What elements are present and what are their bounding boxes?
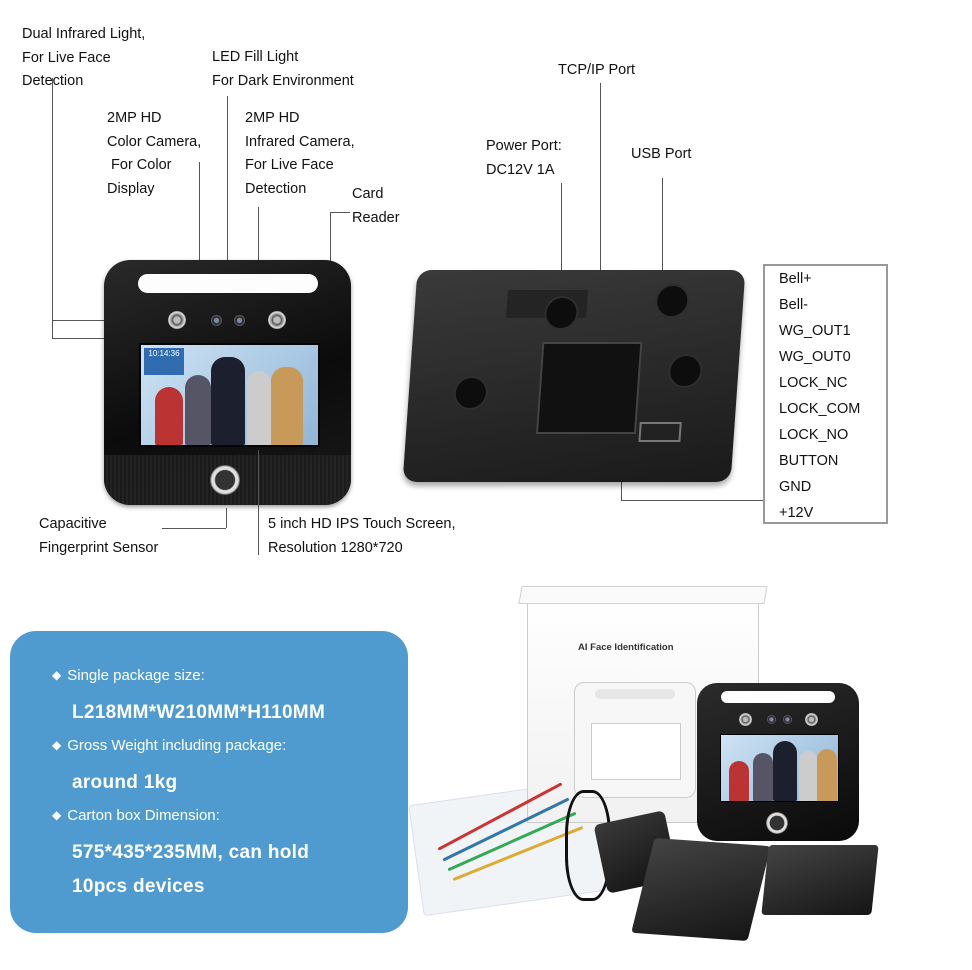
label-card-reader: Card Reader (352, 186, 400, 226)
pin-item: +12V (779, 505, 814, 521)
screen-person (185, 375, 211, 445)
screen-person (271, 367, 303, 445)
label-screen: 5 inch HD IPS Touch Screen, Resolution 1… (268, 516, 456, 556)
screen-person (155, 387, 183, 445)
box-device-sketch (574, 682, 696, 798)
leader-power (561, 183, 562, 345)
pin-item: GND (779, 479, 812, 495)
leader-led (227, 96, 228, 276)
pin-item: WG_OUT1 (779, 323, 851, 339)
package-info-panel: Single package size: L218MM*W210MM*H110M… (10, 631, 408, 933)
label-color-camera: 2MP HD Color Camera, For Color Display (107, 110, 202, 197)
label-fingerprint: Capacitive Fingerprint Sensor (39, 516, 159, 556)
leader-color-cam (199, 162, 200, 320)
mount-hole (654, 284, 691, 318)
leader-fingerprint-v (226, 508, 227, 528)
box-lid (518, 586, 768, 604)
carton-value-line2: 10pcs devices (72, 876, 205, 897)
infrared-light-left (168, 311, 186, 329)
label-usb-port: USB Port (631, 146, 692, 162)
led-fill-light (138, 274, 318, 293)
device-back-image (402, 270, 746, 482)
mount-hole (452, 376, 489, 410)
wall-bracket (631, 838, 771, 941)
fingerprint-sensor (210, 465, 240, 495)
label-power-port: Power Port: DC12V 1A (486, 138, 562, 178)
label-led-fill: LED Fill Light For Dark Environment (212, 49, 354, 89)
pin-item: LOCK_NO (779, 427, 849, 443)
pin-item: LOCK_NC (779, 375, 848, 391)
leader-pins-h (621, 500, 763, 501)
screen-person (247, 371, 271, 445)
infrared-light-right (268, 311, 286, 329)
infrared-camera-lens (234, 315, 245, 326)
touch-screen: 10:14:36 (139, 343, 320, 447)
carton-value-line1: 575*435*235MM, can hold (72, 842, 310, 863)
screen-person (211, 357, 245, 445)
package-size-value: L218MM*W210MM*H110MM (72, 702, 326, 723)
leader-screen (258, 450, 259, 555)
pin-list: Bell+ Bell- WG_OUT1 WG_OUT0 LOCK_NC LOCK… (763, 264, 888, 524)
gross-weight-heading: Gross Weight including package: (52, 737, 286, 754)
label-infrared-camera: 2MP HD Infrared Camera, For Live Face De… (245, 110, 355, 197)
pin-item: BUTTON (779, 453, 839, 469)
pin-item: WG_OUT0 (779, 349, 851, 365)
photo-touch-screen (720, 734, 839, 802)
photo-fingerprint-sensor (766, 812, 788, 834)
usb-port (638, 422, 682, 442)
mount-hole (667, 354, 704, 388)
device-front-photo (697, 683, 859, 841)
gross-weight-value: around 1kg (72, 772, 178, 793)
package-size-heading: Single package size: (52, 667, 205, 684)
device-stand (761, 845, 879, 915)
leader-tcp (600, 83, 601, 345)
screen-clock: 10:14:36 (144, 348, 184, 375)
leader-card-h (330, 212, 350, 213)
port-panel (535, 342, 643, 434)
label-dual-infrared: Dual Infrared Light, For Live Face Detec… (22, 26, 146, 89)
leader-dual-ir (52, 78, 53, 338)
leader-fingerprint (162, 528, 226, 529)
carton-heading: Carton box Dimension: (52, 807, 220, 824)
color-camera-lens (211, 315, 222, 326)
pin-item: LOCK_COM (779, 401, 861, 417)
pin-item: Bell+ (779, 271, 812, 287)
pin-item: Bell- (779, 297, 809, 313)
device-front-image: 10:14:36 (104, 260, 351, 505)
box-title: AI Face Identification (578, 642, 674, 653)
mount-hole (543, 296, 580, 330)
label-tcp-ip: TCP/IP Port (558, 62, 636, 78)
